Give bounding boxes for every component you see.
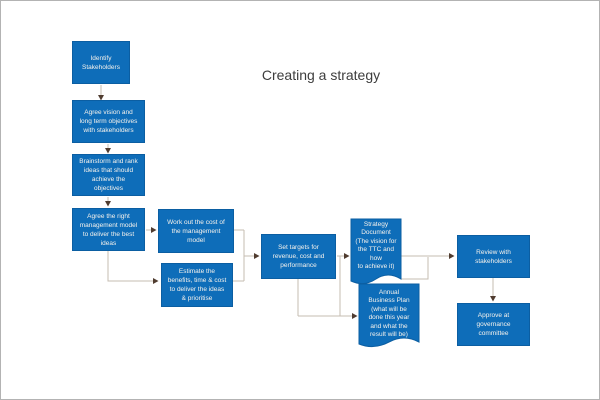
diagram-title: Creating a strategy (261, 67, 381, 83)
node-annual-business-plan[interactable]: Annual Business Plan (what will be done … (368, 288, 410, 339)
node-brainstorm-ideas[interactable]: Brainstorm and rank ideas that should ac… (72, 154, 145, 196)
edge-model-to-estimate (107, 251, 159, 284)
node-approve-governance[interactable]: Approve at governance committee (457, 303, 530, 346)
node-agree-management-model[interactable]: Agree the right management model to deli… (72, 208, 145, 251)
node-agree-vision[interactable]: Agree vision and long term objectives wi… (72, 100, 145, 143)
edge-bizplan-detour (400, 257, 429, 280)
node-estimate-benefits[interactable]: Estimate the benefits, time & cost to de… (161, 263, 233, 307)
annual-business-plan-shape (358, 283, 420, 348)
node-review-with-stakeholders[interactable]: Review with stakeholders (457, 235, 530, 278)
node-identify-stakeholders[interactable]: Identify Stakeholders (72, 41, 130, 84)
node-work-out-cost[interactable]: Work out the cost of the management mode… (158, 209, 234, 253)
node-set-targets[interactable]: Set targets for revenue, cost and perfor… (261, 234, 336, 279)
node-strategy-document[interactable]: Strategy Document (The vision for the TT… (355, 220, 397, 271)
strategy-document-shape (350, 218, 402, 285)
